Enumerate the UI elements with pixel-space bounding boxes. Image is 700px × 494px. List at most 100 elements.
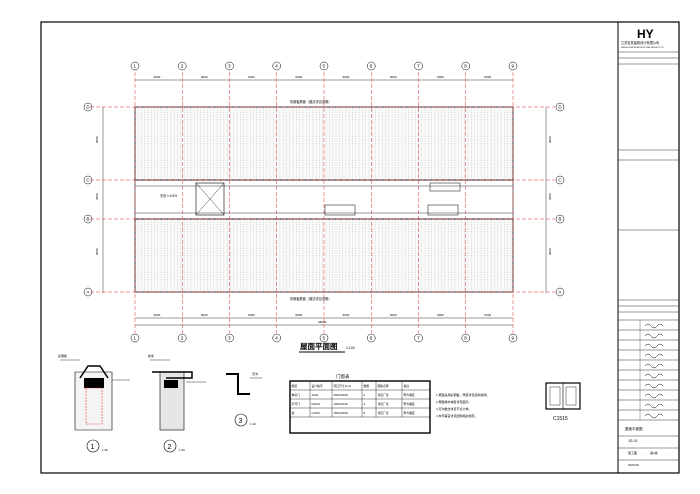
dim-text-bottom: 6000 <box>248 313 255 317</box>
signature <box>644 333 664 339</box>
dim-text-top: 6000 <box>154 75 161 79</box>
detail-2-callout: 檩条 <box>148 353 154 358</box>
grid-bubble <box>225 61 234 71</box>
grid-bubble-label: 3 <box>228 336 231 341</box>
grid-bubble <box>508 61 518 71</box>
dim-text-bottom: 6000 <box>295 313 302 317</box>
grid-bubble-label: 9 <box>512 336 515 341</box>
grid-bubble-label: 1 <box>134 64 137 69</box>
grid-bubble-label: 4 <box>275 336 278 341</box>
grid-bubble-label: 1 <box>134 336 137 341</box>
grid-bubble <box>225 333 234 343</box>
grid-bubble-label: 8 <box>464 336 467 341</box>
red-axis-lines <box>90 72 555 333</box>
detail-3-label: 3 <box>239 418 243 425</box>
grid-bubble-label: 7 <box>417 336 420 341</box>
main-scale: 1:100 <box>346 346 355 350</box>
dim-text-total: 48000 <box>318 320 327 324</box>
grid-bubble <box>319 61 329 71</box>
stage: 施工图 <box>628 450 637 455</box>
window-detail-label: C1515 <box>553 416 568 422</box>
table-cell: 4 <box>364 402 366 406</box>
grid-bubble <box>130 333 140 343</box>
grid-bubble-label: A <box>86 290 89 295</box>
table-header: 洞口尺寸(mm) <box>334 384 352 388</box>
dim-text-side: 3000 <box>95 193 99 200</box>
logo: HY <box>637 27 654 41</box>
grid-bubble-label: 6 <box>370 64 373 69</box>
grid-bubble-label: A <box>558 290 561 295</box>
detail-1-callout: 彩钢板 <box>58 353 67 358</box>
dim-text-bottom: 6000 <box>437 313 444 317</box>
grid-bubble <box>272 333 281 343</box>
grid-bubble-label: 9 <box>512 64 515 69</box>
grid-bubble-label: 4 <box>275 64 278 69</box>
detail-3-callout: 天沟 <box>252 371 258 376</box>
signature <box>644 383 664 389</box>
table-cell: 卷帘门 <box>292 393 301 397</box>
signature <box>644 413 664 419</box>
note-gutter: 天沟 i=0.5% <box>160 193 177 198</box>
main-title: 屋面平面图 <box>300 342 338 351</box>
table-cell: 详见厂家 <box>378 393 389 397</box>
dim-text-side: 9000 <box>95 136 99 143</box>
note-line: 1.屋面采用彩钢板，厚度详见结构说明。 <box>436 392 490 397</box>
dim-text-side: 9000 <box>548 248 552 255</box>
dim-text-side: 9000 <box>548 136 552 143</box>
grid-bubble <box>555 175 565 185</box>
table-cell: JLM1 <box>312 393 319 397</box>
table-cell: 平开门 <box>292 402 301 406</box>
detail-1-bubble <box>86 439 100 453</box>
detail-1-label: 1 <box>91 444 95 451</box>
detail-2-scale: 1:20 <box>179 448 185 452</box>
version: 第1版 <box>650 450 658 455</box>
signature <box>644 343 664 349</box>
downpipe-3 <box>429 182 461 192</box>
dim-text-bottom: 6000 <box>201 313 208 317</box>
company-name-en: JIANGSU HONGJING ARCHITECTURAL DESIGN CO… <box>621 46 664 49</box>
table-cell: 甲方确定 <box>404 411 415 415</box>
table-header: 类型 <box>292 384 298 388</box>
detail-3-scale: 1:10 <box>250 422 256 426</box>
table-cell: 详见厂家 <box>378 402 389 406</box>
grid-bubble <box>319 333 329 343</box>
signature <box>644 373 664 379</box>
dim-text-top: 6000 <box>248 75 255 79</box>
grid-bubble <box>461 333 470 343</box>
grid-bubble <box>414 61 423 71</box>
table-cell: 8 <box>364 411 366 415</box>
grid-bubble-label: C <box>558 178 562 183</box>
dim-text-top: 6000 <box>484 75 491 79</box>
grid-bubble <box>178 61 187 71</box>
note-line: 2.屋面排水坡度详见图示。 <box>436 399 472 404</box>
note-line: 3.天沟做法详见节点大样。 <box>436 406 472 411</box>
grid-bubble <box>461 61 470 71</box>
detail-2-label: 2 <box>168 444 172 451</box>
signature <box>644 393 664 399</box>
grid-bubble <box>555 214 565 224</box>
dim-text-top: 6000 <box>295 75 302 79</box>
grid-bubble <box>367 61 376 71</box>
grid-bubble <box>367 333 376 343</box>
dim-text-top: 6000 <box>437 75 444 79</box>
detail-1: 彩钢板 1 1:20 <box>58 353 130 453</box>
detail-1-scale: 1:20 <box>102 448 108 452</box>
sheet-number: JG-01 <box>628 439 638 443</box>
grid-bubble-label: 6 <box>370 336 373 341</box>
dim-text-top: 6000 <box>201 75 208 79</box>
grid-bubble-label: 8 <box>464 64 467 69</box>
roof-opening-diag-2 <box>195 182 225 216</box>
signature <box>644 363 664 369</box>
dim-text-bottom: 6000 <box>343 313 350 317</box>
company-name: 江苏宏景建筑设计有限公司 <box>621 40 659 45</box>
signature <box>644 323 664 329</box>
grid-bubble-label: D <box>86 105 90 110</box>
general-notes: 1.屋面采用彩钢板，厚度详见结构说明。 2.屋面排水坡度详见图示。 3.天沟做法详见… <box>436 392 490 418</box>
title-block: HY 江苏宏景建筑设计有限公司 JIANGSU HONGJING ARCHITE… <box>618 27 679 467</box>
signature <box>644 403 664 409</box>
